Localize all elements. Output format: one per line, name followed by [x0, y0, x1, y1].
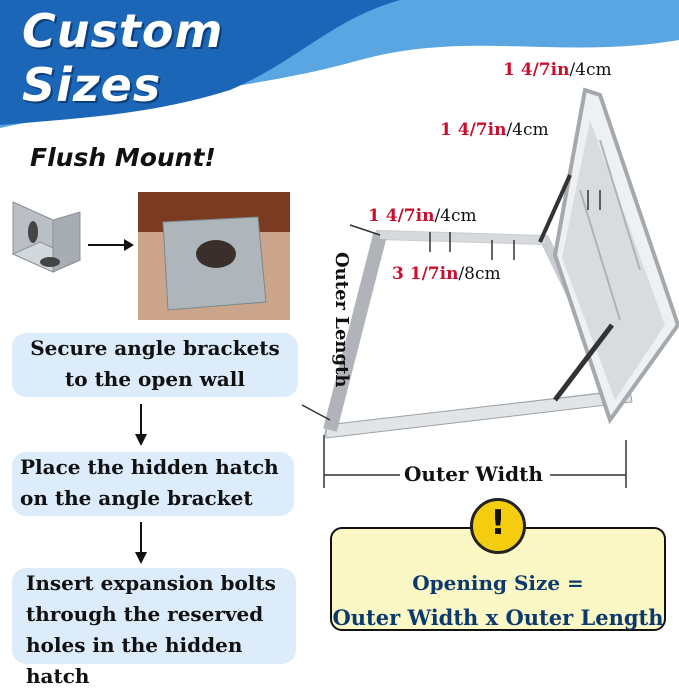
- step-3-line3: holes in the hidden hatch: [26, 633, 243, 688]
- arrow-down-icon: [135, 522, 147, 564]
- outer-length-label: Outer Length: [331, 252, 352, 388]
- measurement-hinge-gap: 3 1/7in/8cm: [392, 264, 501, 284]
- measurement-unit: /4cm: [434, 206, 477, 226]
- measurement-value: 1 4/7in: [440, 120, 507, 140]
- bracket-in-hand-photo: [138, 192, 290, 320]
- warning-icon: !: [470, 498, 526, 554]
- measurement-value: 1 4/7in: [503, 60, 570, 80]
- arrow-down-icon: [135, 404, 147, 446]
- measurement-value: 1 4/7in: [368, 206, 435, 226]
- measurement-lid-side: 1 4/7in/4cm: [440, 120, 549, 140]
- measurement-lid-top: 1 4/7in/4cm: [503, 60, 612, 80]
- step-2-box: Place the hidden hatch on the angle brac…: [12, 452, 294, 516]
- measurement-unit: /4cm: [506, 120, 549, 140]
- step-2-line1: Place the hidden hatch: [20, 455, 279, 479]
- step-3-box: Insert expansion bolts through the reser…: [12, 568, 296, 688]
- measurement-unit: /4cm: [569, 60, 612, 80]
- step-3-line2: through the reserved: [26, 602, 264, 626]
- note-line2: Outer Width x Outer Length: [332, 605, 664, 630]
- measurement-value: 3 1/7in: [392, 264, 459, 284]
- note-line1: Opening Size =: [412, 571, 584, 595]
- step-1-box: Secure angle brackets to the open wall: [12, 333, 298, 397]
- outer-width-label: Outer Width: [404, 462, 543, 486]
- step-1-line1: Secure angle brackets: [30, 336, 280, 360]
- measurement-unit: /8cm: [458, 264, 501, 284]
- warning-icon-glyph: !: [490, 503, 506, 543]
- hatch-frame-diagram: [301, 87, 679, 488]
- header-banner: [0, 0, 679, 128]
- arrow-right-icon: [88, 239, 134, 251]
- banner-title-line2: Sizes: [22, 58, 162, 112]
- step-3-line1: Insert expansion bolts: [26, 571, 276, 595]
- angle-bracket-image: [11, 201, 82, 273]
- step-1-line2: to the open wall: [65, 367, 245, 391]
- flush-mount-heading: Flush Mount!: [30, 143, 216, 172]
- banner-title-line1: Custom: [22, 4, 224, 58]
- step-2-line2: on the angle bracket: [20, 486, 253, 510]
- measurement-frame-edge: 1 4/7in/4cm: [368, 206, 477, 226]
